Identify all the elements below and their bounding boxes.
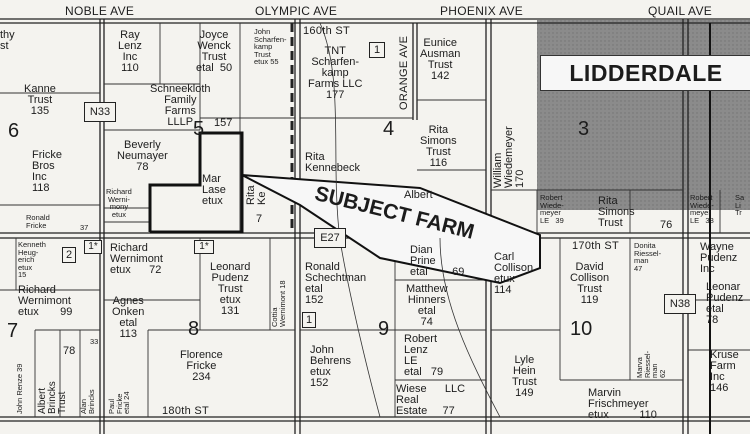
section-6: 6	[8, 120, 20, 142]
road-noble-ave: NOBLE AVE	[65, 4, 135, 18]
section-5: 5	[193, 118, 205, 140]
parcel-label: Leonard Pudenz Trust etux 131	[210, 261, 251, 317]
parcel-label: Lyle Hein Trust 149	[512, 354, 537, 399]
road-170th-st: 170th ST	[572, 240, 620, 252]
parcel-label: 78	[63, 345, 76, 357]
route-shield-n38: N38	[664, 294, 696, 314]
marker-1-a: 1	[369, 42, 385, 58]
road-160th-st: 160th ST	[303, 25, 351, 37]
road-quail-ave: QUAIL AVE	[648, 4, 713, 18]
marker-1-star-b: 1*	[194, 240, 214, 254]
parcel-label: Kanne Trust 135	[24, 83, 56, 117]
parcel-label: Robert Wiede- meyer LE 38	[690, 193, 714, 225]
parcel-label: Carl Collison etux 114	[494, 251, 534, 296]
parcel-label: Agnes Onken etal 113	[112, 295, 145, 340]
section-9: 9	[378, 318, 390, 340]
parcel-label: Mar Lase etux	[202, 173, 226, 207]
parcel-label: Richard Werni- mony etux	[106, 187, 132, 219]
parcel-label: Matthew Hinners etal 74	[406, 283, 448, 328]
road-phoenix-ave: PHOENIX AVE	[440, 4, 524, 18]
parcel-label: 37	[80, 223, 89, 232]
section-4: 4	[383, 118, 395, 140]
parcel-label: Alan Brincks	[79, 389, 96, 414]
road-180th-st: 180th ST	[162, 405, 210, 417]
parcel-label: Ronald Schechtman etal 152	[305, 261, 367, 306]
road-olympic-ave: OLYMPIC AVE	[255, 4, 338, 18]
parcel-label: Richard Wernimont etux 72	[110, 242, 163, 276]
marker-2-star: 2	[62, 247, 76, 263]
parcel-label: Eunice Ausman Trust 142	[420, 37, 461, 82]
parcel-label: Leonar Pudenz etal 78	[706, 281, 744, 326]
parcel-label: Kruse Farm Inc 146	[710, 349, 739, 394]
parcel-label: Florence Fricke 234	[180, 349, 223, 383]
parcel-label: Albert	[404, 189, 433, 201]
section-7: 7	[7, 320, 19, 342]
parcel-label: Wiese LLC Real Estate 77	[396, 383, 466, 417]
parcel-label: Marva Riessel- man 62	[635, 350, 667, 378]
parcel-label: Fricke Bros Inc 118	[32, 149, 62, 194]
subject-farm-callout	[241, 174, 541, 285]
parcel-label: Joyce Wenck Trust etal 50	[196, 29, 233, 74]
parcel-label: John Renze 39	[15, 363, 24, 414]
section-8: 8	[188, 318, 200, 340]
parcel-label: 76	[660, 219, 673, 231]
parcel-label: David Collison Trust 119	[570, 261, 610, 306]
section-3: 3	[578, 118, 590, 140]
parcel-label: Rita Simons Trust 116	[420, 124, 457, 169]
parcel-label: John Behrens etux 152	[310, 344, 351, 389]
parcel-label: William Wiedemeyer 170	[492, 126, 526, 188]
parcel-label: Ray Lenz Inc 110	[118, 29, 142, 74]
parcel-label: Dian Prine etal 69	[410, 244, 465, 278]
parcel-label: Robert Lenz LE etal 79	[404, 333, 444, 378]
parcel-label: 7	[256, 213, 263, 225]
parcel-label: Ronald Fricke	[26, 213, 50, 230]
parcel-label: Rita Kennebeck	[305, 151, 361, 174]
parcel-label: Wayne Pudenz Inc	[700, 241, 738, 275]
road-orange-ave: ORANGE AVE	[398, 35, 410, 110]
parcel-label: Richard Wernimont etux 99	[18, 284, 73, 318]
section-10: 10	[570, 318, 593, 340]
route-shield-e27: E27	[314, 228, 346, 248]
parcel-label: thy st	[0, 29, 15, 52]
route-shield-n33: N33	[84, 102, 116, 122]
parcel-label: 157	[214, 117, 233, 129]
parcel-label: Sa Li Tr	[735, 193, 745, 217]
marker-1-star: 1*	[84, 240, 102, 254]
parcel-label: Robert Wiede- meyer LE 39	[540, 193, 564, 225]
parcel-label: Albert Brincks Trust	[37, 381, 68, 414]
parcel-label: Cottia Wernimont 18	[270, 280, 287, 327]
parcel-label: Paul Fricke etal 24	[107, 391, 131, 414]
town-label: LIDDERDALE	[540, 55, 750, 91]
parcel-label: 33	[90, 337, 99, 346]
parcel-label: Schneekloth Family Farms LLLP	[150, 83, 211, 128]
parcel-label: Marvin Frischmeyer etux 110	[588, 387, 657, 421]
parcel-label: TNT Scharfen- kamp Farms LLC 177	[308, 45, 363, 101]
marker-1-b: 1	[302, 312, 316, 328]
parcel-label: Rita Ke	[245, 185, 268, 205]
parcel-label: Kenneth Heug- erich etux 15	[18, 240, 46, 279]
parcel-label: Rita Simons Trust	[598, 195, 635, 229]
parcel-label: Beverly Neumayer 78	[117, 139, 168, 173]
parcel-label: John Scharfen- kamp Trust etux 55	[254, 27, 287, 66]
parcel-label: Donita Riessel- man 47	[634, 241, 662, 273]
subject-farm-outline	[148, 131, 244, 234]
